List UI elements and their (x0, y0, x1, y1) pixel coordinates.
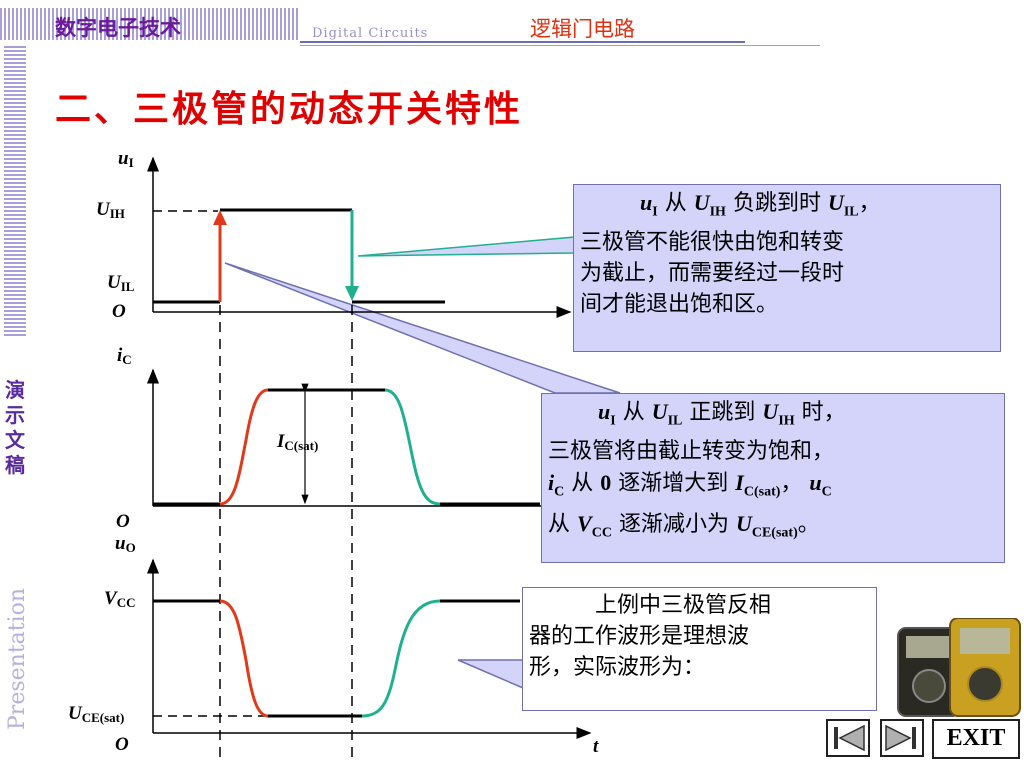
output-axis-label: uO (115, 533, 136, 555)
collector-sat-label: IC(sat) (277, 431, 319, 453)
callout-off-pointer (357, 236, 576, 257)
course-title-en: Digital Circuits (312, 26, 429, 41)
collector-fall-curve (384, 388, 441, 506)
callout-note-pointer (457, 659, 524, 690)
callout-off-line-4: 间才能退出饱和区。 (580, 292, 779, 318)
course-title: 数字电子技术 (55, 16, 181, 40)
first-prev-icon (834, 724, 865, 752)
output-origin-label: O (115, 734, 129, 755)
callout-turn-off: uI 从 UIH 负跳到时 UIL， 三极管不能很快由饱和转变 为截止，而需要经… (573, 184, 1001, 352)
collector-axis-label: iC (117, 345, 132, 367)
next-slide-button[interactable] (880, 719, 924, 757)
callout-on-line-3: iC 从 0 逐渐增大到 IC(sat)， uC (548, 470, 832, 500)
exit-button[interactable]: EXIT (932, 719, 1020, 759)
slide-title: 二、三极管的动态开关特性 (55, 89, 524, 130)
callout-note-line-2: 器的工作波形是理想波 (529, 624, 750, 649)
output-high-label: VCC (104, 588, 136, 610)
input-origin-label: O (112, 301, 126, 322)
input-low-label: UIL (107, 272, 135, 294)
callout-note-line-3: 形，实际波形为： (529, 655, 706, 680)
output-rise-curve (361, 599, 441, 718)
input-rise-arrow (213, 210, 227, 225)
callout-on-line-2: 三极管将由截止转变为饱和， (548, 439, 835, 465)
callout-note-line-1: 上例中三极管反相 (595, 593, 772, 618)
callout-on-line-4: 从 VCC 逐渐减小为 UCE(sat)。 (548, 510, 820, 541)
input-high-label: UIH (96, 199, 125, 221)
header-stripe (0, 8, 820, 46)
callout-on-pointer (224, 262, 621, 394)
callout-off-line-3: 为截止，而需要经过一段时 (580, 261, 845, 287)
input-fall-arrow (345, 286, 359, 301)
collector-origin-label: O (116, 511, 130, 532)
side-stripe (4, 46, 26, 336)
callout-turn-on: uI 从 UIL 正跳到 UIH 时， 三极管将由截止转变为饱和， iC 从 0… (541, 393, 1005, 563)
collector-rise-curve (219, 388, 269, 506)
callout-off-line-2: 三极管不能很快由饱和转变 (580, 230, 845, 256)
side-label-cn: 演示文稿 (0, 378, 30, 478)
time-axis-label: t (593, 736, 599, 757)
output-low-label: UCE(sat) (68, 703, 125, 725)
prev-slide-button[interactable] (826, 719, 870, 757)
callout-note: 上例中三极管反相 器的工作波形是理想波 形，实际波形为： (522, 587, 877, 711)
input-axis-label: uI (118, 148, 134, 170)
callout-on-line-1: uI 从 UIL 正跳到 UIH 时， (598, 399, 846, 429)
multimeter-icon (897, 618, 1021, 717)
callout-off-line-1: uI 从 UIH 负跳到时 UIL， (640, 190, 881, 220)
side-label-cn-text: 演示文稿 (5, 378, 25, 477)
output-fall-curve (219, 599, 269, 718)
next-last-icon (885, 724, 916, 752)
chapter-title: 逻辑门电路 (530, 17, 635, 41)
